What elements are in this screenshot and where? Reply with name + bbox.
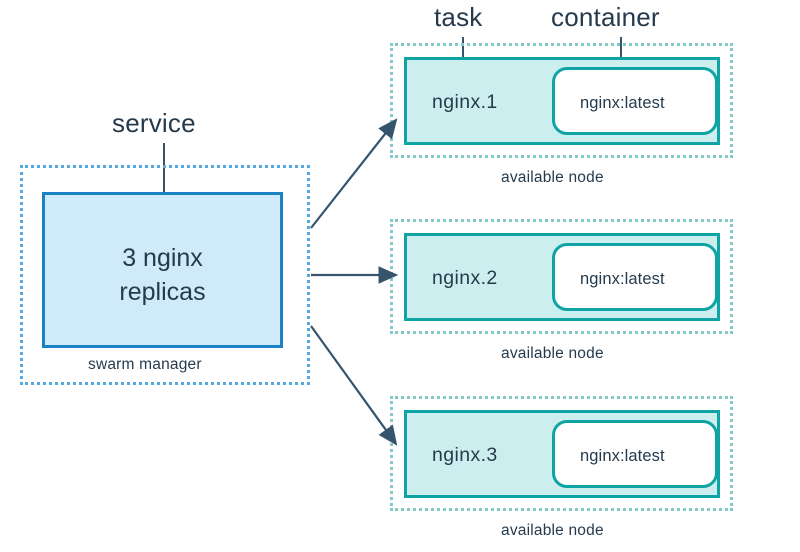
container-image-label-3: nginx:latest — [580, 447, 665, 465]
container-box-1[interactable]: nginx:latest — [552, 67, 718, 135]
available-node-boundary-1 — [390, 43, 733, 158]
available-node-caption-3: available node — [501, 522, 604, 539]
task-label-2: nginx.2 — [432, 267, 498, 289]
task-label-1: nginx.1 — [432, 91, 498, 113]
task-box-1[interactable]: nginx.1 nginx:latest — [404, 57, 720, 145]
container-box-3[interactable]: nginx:latest — [552, 420, 718, 488]
available-node-boundary-3 — [390, 396, 733, 511]
swarm-manager-boundary — [20, 165, 310, 385]
task-box-2[interactable]: nginx.2 nginx:latest — [404, 233, 720, 321]
service-box[interactable]: 3 nginx replicas — [42, 192, 283, 348]
arrow-to-node-3 — [310, 325, 398, 446]
task-label-3: nginx.3 — [432, 444, 498, 466]
task-box-3[interactable]: nginx.3 nginx:latest — [404, 410, 720, 498]
callout-label-container: container — [551, 2, 660, 32]
container-image-label-2: nginx:latest — [580, 270, 665, 288]
container-box-2[interactable]: nginx:latest — [552, 243, 718, 311]
available-node-caption-1: available node — [501, 169, 604, 186]
available-node-caption-2: available node — [501, 345, 604, 362]
swarm-manager-caption: swarm manager — [88, 356, 202, 373]
service-replicas-line2: replicas — [119, 278, 206, 306]
container-image-label-1: nginx:latest — [580, 94, 665, 112]
callout-label-service: service — [112, 108, 196, 138]
callout-label-task: task — [434, 2, 483, 32]
leader-line-service — [163, 143, 165, 231]
service-replicas-line1: 3 nginx — [122, 244, 203, 272]
arrow-to-node-1 — [310, 118, 398, 229]
